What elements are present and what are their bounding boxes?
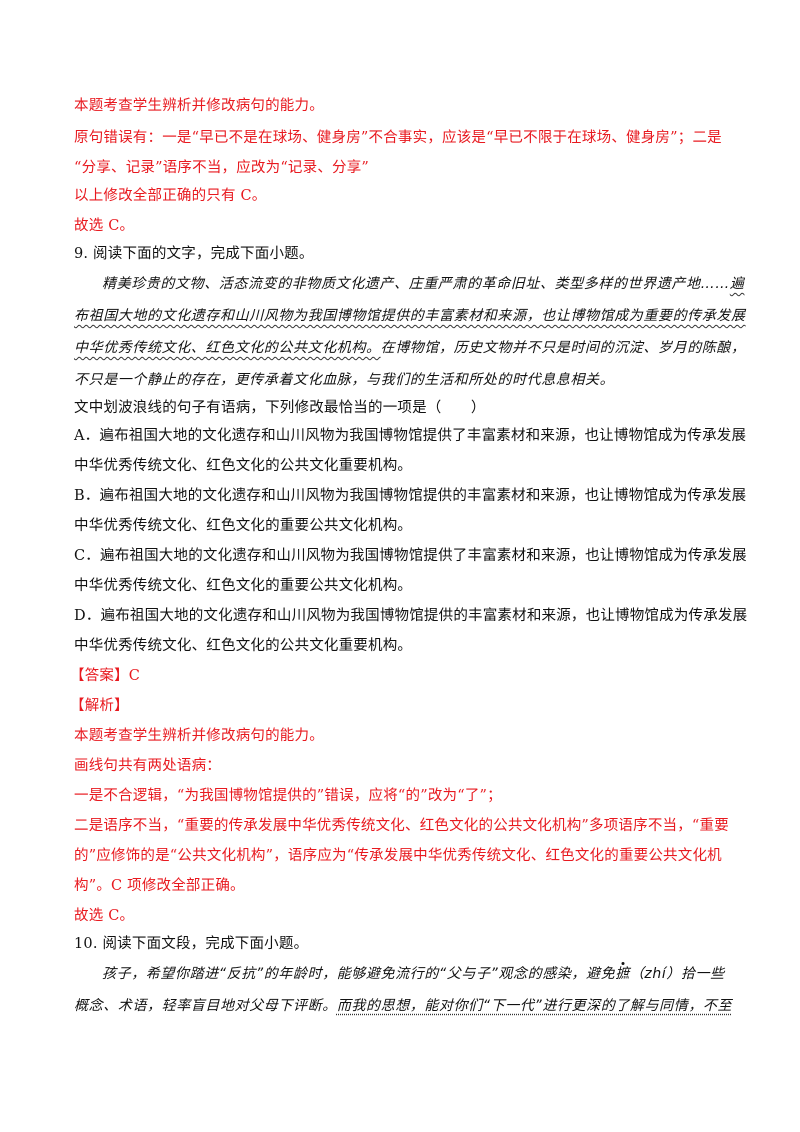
q9-question: 文中划波浪线的句子有语病，下列修改最恰当的一项是（ ） <box>74 400 486 416</box>
q10-title: 10. 阅读下面文段，完成下面小题。 <box>74 936 309 952</box>
q8-analysis-line-5: 故选 C。 <box>74 218 135 234</box>
q9-wavy-sentence: 中华优秀传统文化、红色文化的公共文化机构。 <box>74 340 381 356</box>
q9-option-d-line-1[interactable]: D．遍布祖国大地的文化遗存和山川风物为我国博物馆提供的丰富素材和来源，也让博物馆… <box>74 608 748 624</box>
q8-analysis-line-3: “分享、记录”语序不当，应改为“记录、分享” <box>74 160 370 176</box>
q8-analysis-line-1: 本题考查学生辨析并修改病句的能力。 <box>74 98 324 114</box>
q9-analysis-line-4: 二是语序不当，“重要的传承发展中华优秀传统文化、红色文化的公共文化机构”多项语序… <box>74 818 729 834</box>
q9-analysis-line-2: 画线句共有两处语病： <box>74 758 221 774</box>
q10-passage-text: 孩子，希望你踏进“反抗”的年龄时，能够避免流行的“父与子”观念的感染，避免 <box>102 966 616 982</box>
q9-option-a-line-1[interactable]: A．遍布祖国大地的文化遗存和山川风物为我国博物馆提供了丰富素材和来源，也让博物馆… <box>74 428 747 444</box>
q8-analysis-line-4: 以上修改全部正确的只有 C。 <box>74 188 267 204</box>
q9-option-d-line-2[interactable]: 中华优秀传统文化、红色文化的公共文化重要机构。 <box>74 638 413 654</box>
q9-analysis-line-6: 构”。C 项修改全部正确。 <box>74 878 245 894</box>
q9-passage-line-4: 不只是一个静止的存在，更传承着文化血脉，与我们的生活和所处的时代息息相关。 <box>74 372 615 388</box>
q9-option-b-line-1[interactable]: B．遍布祖国大地的文化遗存和山川风物为我国博物馆提供的丰富素材和来源，也让博物馆… <box>74 488 747 504</box>
q9-option-c-line-2[interactable]: 中华优秀传统文化、红色文化的重要公共文化机构。 <box>74 578 413 594</box>
q9-option-b-line-2[interactable]: 中华优秀传统文化、红色文化的重要公共文化机构。 <box>74 518 413 534</box>
q10-passage-text: 概念、术语，轻率盲目地对父母下评断。 <box>74 998 337 1014</box>
q9-analysis-label: 【解析】 <box>70 698 129 714</box>
q9-passage-text: 在博物馆，历史文物并不只是时间的沉淀、岁月的陈酿， <box>380 340 746 356</box>
q10-underlined-sentence: 而我的思想，能对你们“下一代”进行更深的了解与同情，不至 <box>336 998 733 1014</box>
q9-analysis-line-1: 本题考查学生辨析并修改病句的能力。 <box>74 728 324 744</box>
q9-analysis-line-3: 一是不合逻辑，“为我国博物馆提供的”错误，应将“的”改为“了”； <box>74 788 502 804</box>
q9-analysis-line-7: 故选 C。 <box>74 908 135 924</box>
q9-passage-line-3: 中华优秀传统文化、红色文化的公共文化机构。在博物馆，历史文物并不只是时间的沉淀、… <box>74 338 746 358</box>
q9-wavy-sentence: 遍 <box>729 276 745 292</box>
q10-passage-line-2: 概念、术语，轻率盲目地对父母下评断。而我的思想，能对你们“下一代”进行更深的了解… <box>74 996 732 1016</box>
q9-answer: 【答案】C <box>70 668 141 684</box>
q10-passage-text: （zhí）拾一些 <box>629 966 725 982</box>
q9-wavy-sentence: 布祖国大地的文化遗存和山川风物为我国博物馆提供的丰富素材和来源，也让博物馆成为重… <box>74 308 746 324</box>
q9-passage-text: 精美珍贵的文物、活态流变的非物质文化遗产、庄重严肃的革命旧址、类型多样的世界遗产… <box>102 276 730 292</box>
q9-option-a-line-2[interactable]: 中华优秀传统文化、红色文化的公共文化重要机构。 <box>74 458 413 474</box>
q9-passage-line-1: 精美珍贵的文物、活态流变的非物质文化遗产、庄重严肃的革命旧址、类型多样的世界遗产… <box>102 274 744 294</box>
q9-option-c-line-1[interactable]: C．遍布祖国大地的文化遗存和山川风物为我国博物馆提供了丰富素材和来源，也让博物馆… <box>74 548 747 564</box>
q8-analysis-line-2: 原句错误有：一是“早已不是在球场、健身房”不合事实，应该是“早已不限于在球场、健… <box>74 130 722 146</box>
q10-emphasis-char: 摭 <box>615 966 630 982</box>
q9-analysis-line-5: 的”应修饰的是“公共文化机构”，语序应为“传承发展中华优秀传统文化、红色文化的重… <box>74 848 722 864</box>
q10-passage-line-1: 孩子，希望你踏进“反抗”的年龄时，能够避免流行的“父与子”观念的感染，避免摭（z… <box>102 964 725 984</box>
q9-passage-line-2: 布祖国大地的文化遗存和山川风物为我国博物馆提供的丰富素材和来源，也让博物馆成为重… <box>74 306 746 326</box>
q9-title: 9. 阅读下面的文字，完成下面小题。 <box>74 246 314 262</box>
